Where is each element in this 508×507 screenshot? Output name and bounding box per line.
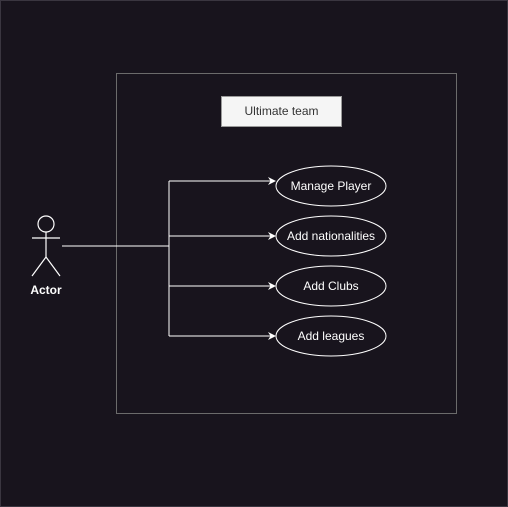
- connectors: [62, 180, 272, 337]
- use-case-ellipse: [275, 315, 387, 357]
- use-case-label: Manage Player: [291, 179, 372, 193]
- use-case-label: Add nationalities: [287, 229, 375, 243]
- use-case-add-leagues[interactable]: Add leagues: [275, 315, 387, 357]
- arrowhead-manage-player: [268, 177, 276, 185]
- use-case-add-nationalities[interactable]: Add nationalities: [275, 215, 387, 257]
- actor-head: [37, 215, 55, 233]
- use-case-label: Add Clubs: [303, 279, 358, 293]
- actor-right-leg: [45, 256, 61, 277]
- use-case-ellipse: [275, 265, 387, 307]
- actor[interactable]: [31, 215, 61, 277]
- use-case-ellipse: [275, 215, 387, 257]
- system-title-box: [221, 96, 342, 127]
- arrowhead-add-clubs: [268, 282, 276, 290]
- arrowhead-add-leagues: [268, 332, 276, 340]
- use-case-label: Add leagues: [298, 329, 365, 343]
- actor-left-leg: [31, 256, 47, 277]
- system-title-label: Ultimate team: [244, 104, 318, 118]
- use-case-add-clubs[interactable]: Add Clubs: [275, 265, 387, 307]
- arrowhead-add-nationalities: [268, 232, 276, 240]
- use-case-manage-player[interactable]: Manage Player: [275, 165, 387, 207]
- arrowheads: [268, 177, 276, 340]
- use-case-ellipse: [275, 165, 387, 207]
- actor-label: Actor: [30, 283, 62, 297]
- system-title[interactable]: Ultimate team: [221, 96, 342, 127]
- system-boundary[interactable]: [116, 73, 457, 414]
